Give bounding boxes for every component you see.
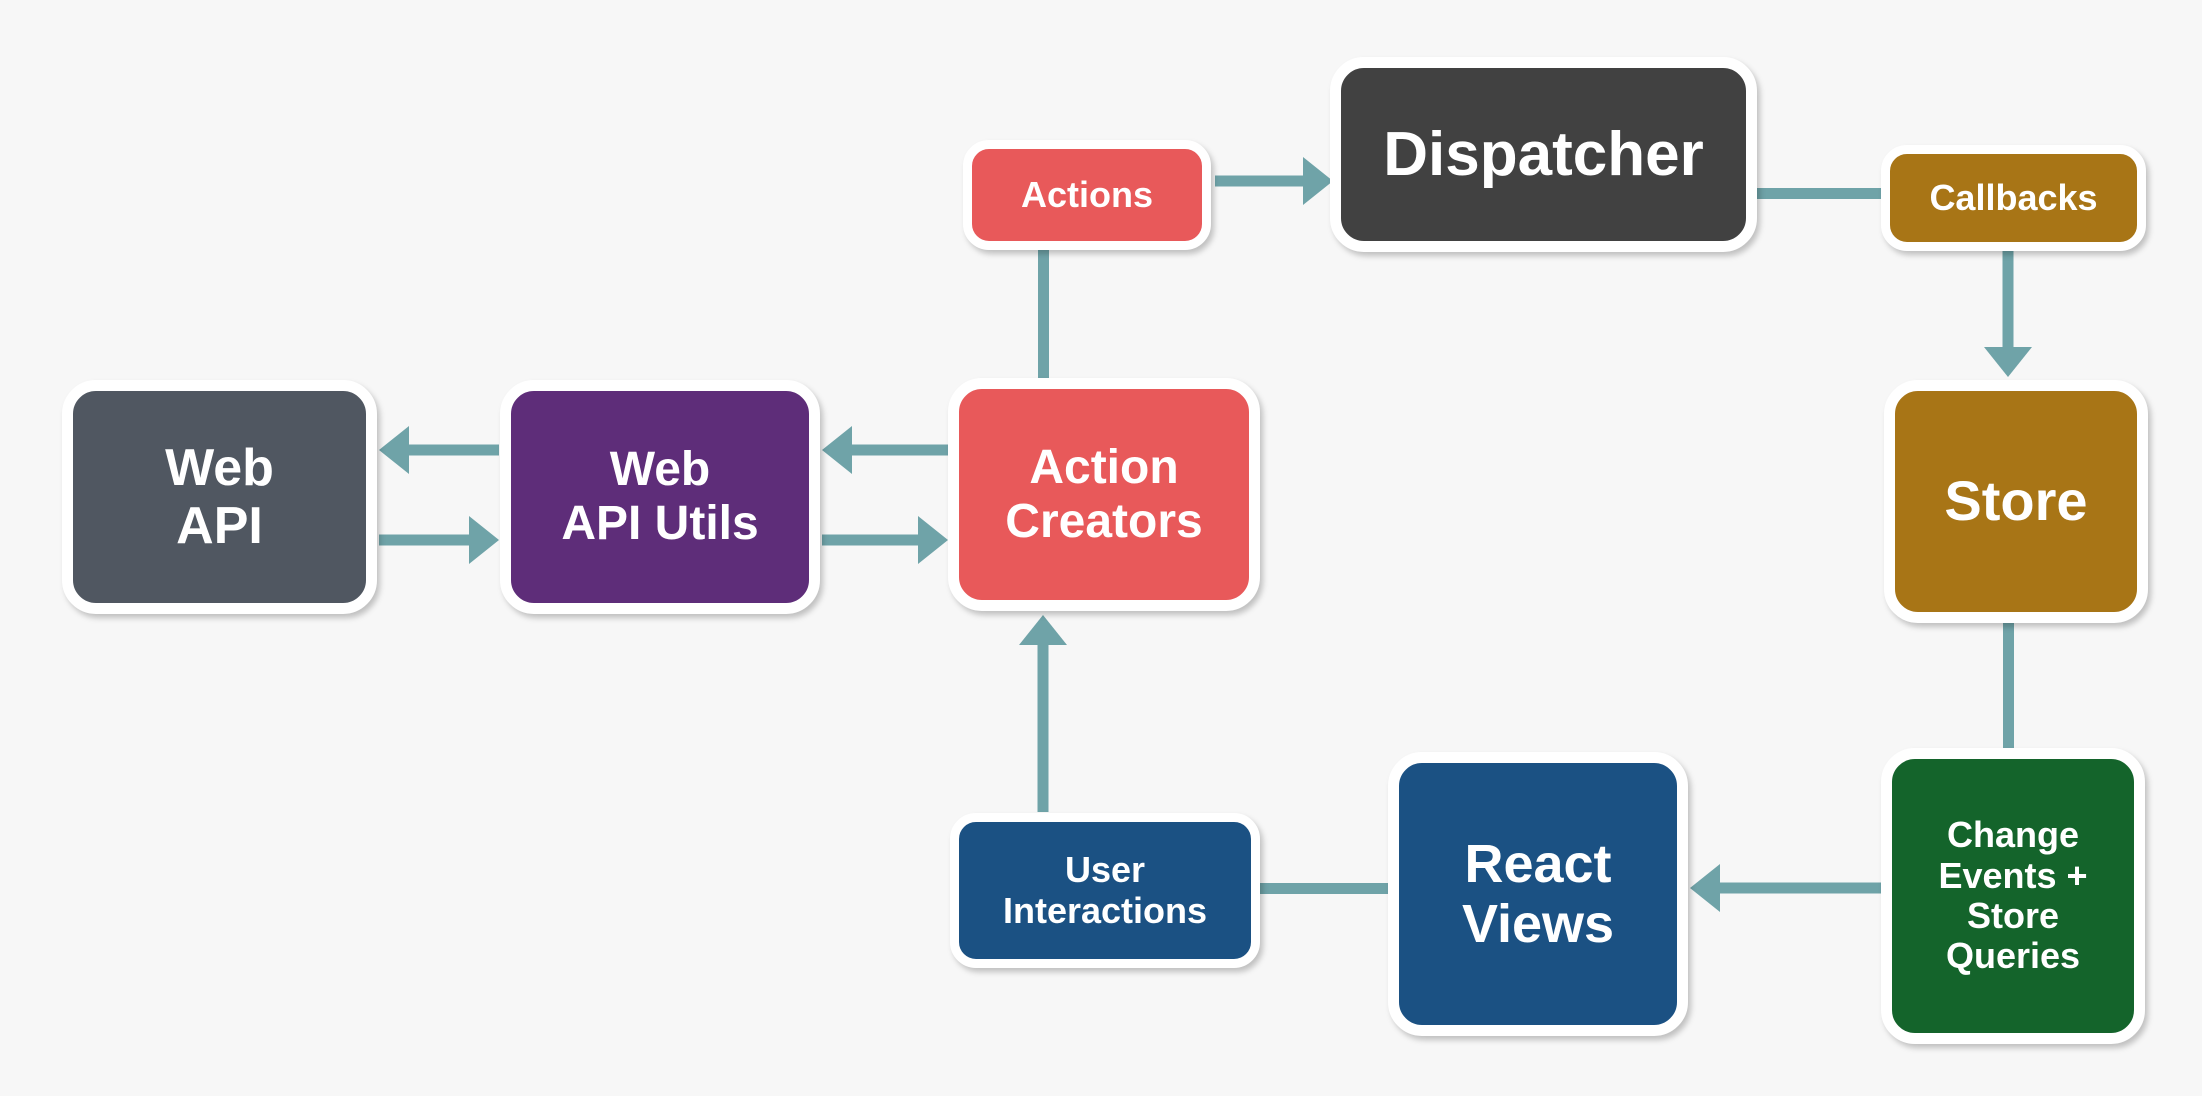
node-label-web-api-utils: Web API Utils (561, 443, 759, 550)
node-react-views[interactable]: React Views (1388, 752, 1688, 1036)
connector-user-interactions-to-action-creators (1019, 615, 1067, 812)
node-label-dispatcher: Dispatcher (1383, 119, 1704, 189)
node-web-api[interactable]: Web API (62, 380, 377, 614)
node-change-events-store-queries[interactable]: Change Events + Store Queries (1881, 748, 2145, 1044)
connector-dispatcher-to-callbacks (1757, 187, 1883, 199)
node-label-change-events-store-queries: Change Events + Store Queries (1938, 814, 2088, 977)
connector-callbacks-to-store (1984, 251, 2032, 377)
node-label-actions: Actions (1020, 173, 1153, 215)
connector-action-creators-to-web-api-utils (822, 426, 948, 474)
connector-web-api-to-web-api-utils (379, 516, 499, 564)
node-callbacks[interactable]: Callbacks (1881, 145, 2146, 251)
node-label-store: Store (1944, 469, 2088, 533)
connector-store-to-change-events (2002, 623, 2014, 749)
node-store[interactable]: Store (1884, 380, 2148, 623)
node-user-interactions[interactable]: User Interactions (950, 813, 1260, 968)
node-label-callbacks: Callbacks (1929, 176, 2098, 218)
connector-action-creators-to-actions (1037, 250, 1049, 378)
node-label-react-views: React Views (1461, 833, 1615, 954)
node-dispatcher[interactable]: Dispatcher (1330, 57, 1757, 252)
connector-actions-to-dispatcher (1215, 157, 1333, 205)
node-actions[interactable]: Actions (963, 140, 1211, 250)
connector-change-events-to-react-views (1690, 864, 1882, 912)
node-label-user-interactions: User Interactions (1002, 849, 1208, 931)
node-action-creators[interactable]: Action Creators (948, 378, 1260, 611)
node-label-web-api: Web API (165, 438, 274, 555)
connector-web-api-utils-to-action-creators (822, 516, 948, 564)
connector-react-views-to-user-interactions (1258, 882, 1388, 894)
node-web-api-utils[interactable]: Web API Utils (500, 380, 820, 614)
connector-web-api-utils-to-web-api (379, 426, 499, 474)
node-label-action-creators: Action Creators (1005, 440, 1203, 548)
